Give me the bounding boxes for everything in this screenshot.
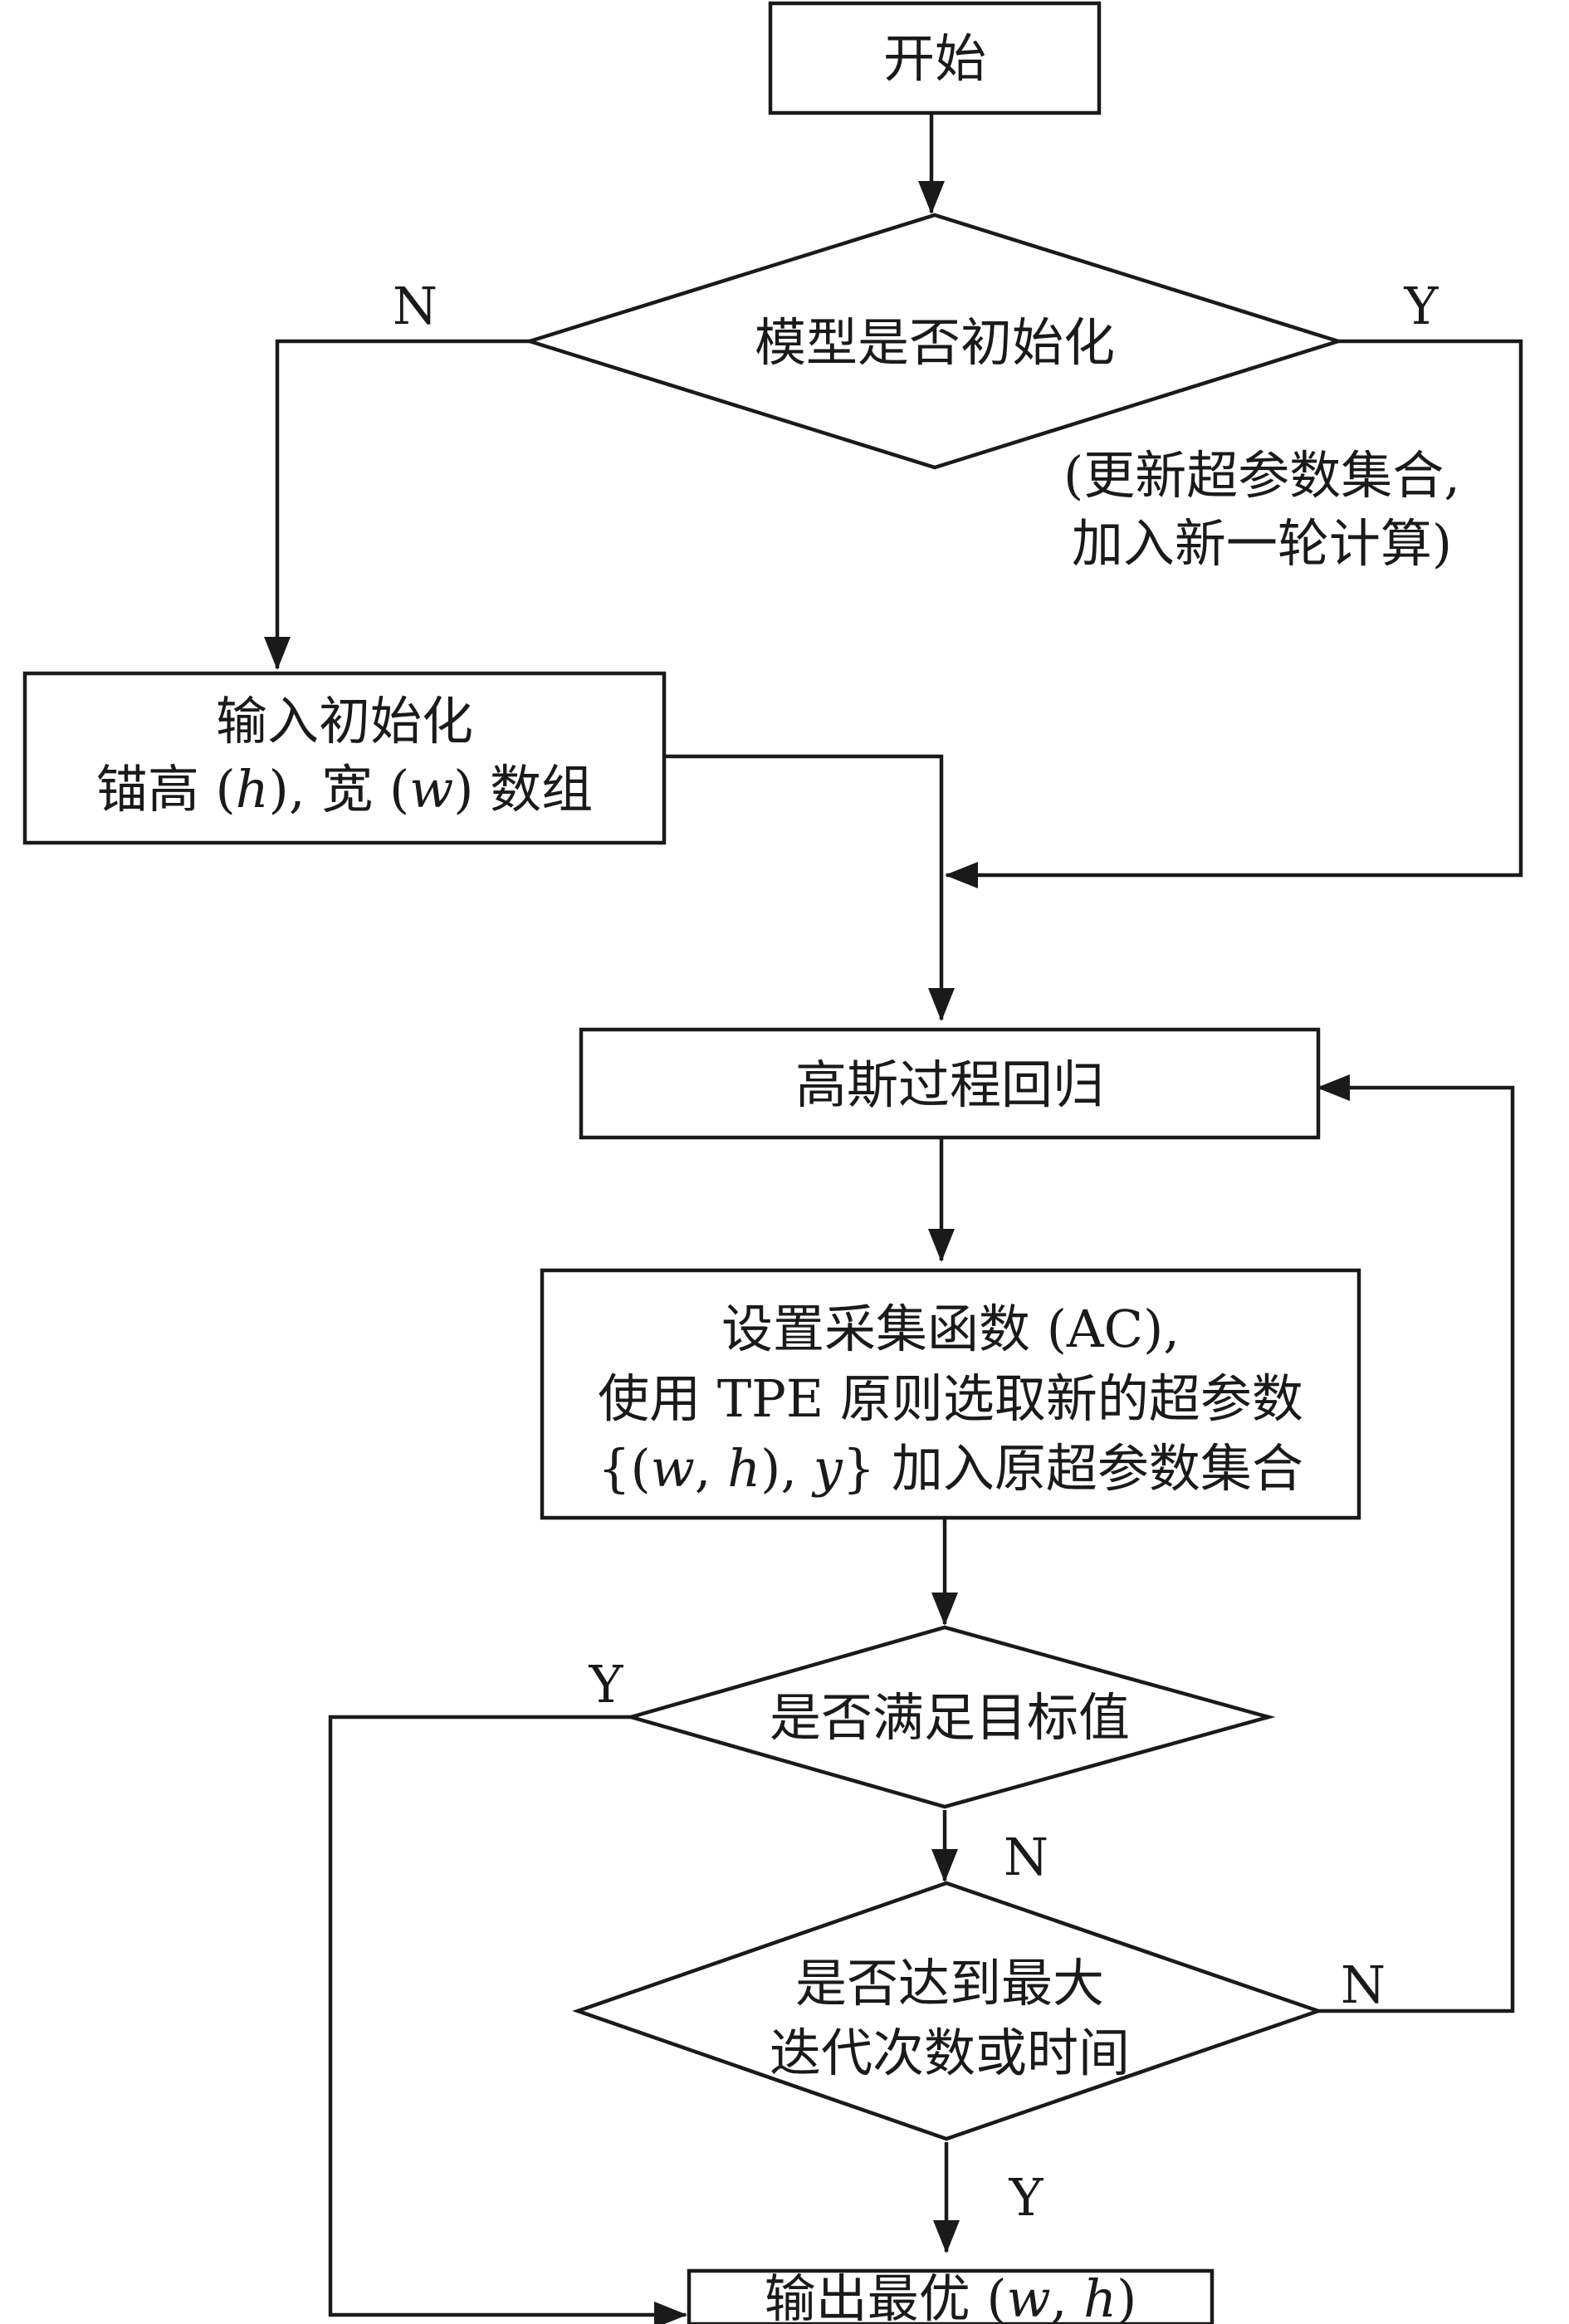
- node-set-ac-line3: {(w, h), y} 加入原超参数集合: [598, 1438, 1303, 1499]
- node-output: 输出最优 (w, h): [687, 2268, 1215, 2324]
- label-model-init-yes: Y: [1404, 276, 1439, 336]
- label-max-iter-no: N: [1341, 1955, 1386, 2015]
- node-input-init: 输入初始化 锚高 (h), 宽 (w) 数组: [22, 671, 667, 845]
- update-note: (更新超参数集合, 加入新一轮计算): [1063, 445, 1460, 574]
- node-input-init-line2: 锚高 (h), 宽 (w) 数组: [96, 759, 593, 820]
- edge-labels: N Y Y N N Y: [393, 276, 1439, 2228]
- node-meet-target: 是否满足目标值: [623, 1625, 1276, 1809]
- edge-input-to-merge: [664, 754, 955, 1021]
- label-model-init-no: N: [393, 276, 437, 336]
- node-model-init: 模型是否初始化: [523, 213, 1345, 470]
- node-set-ac-line1: 设置采集函数 (AC),: [721, 1299, 1180, 1359]
- node-start-label: 开始: [883, 28, 986, 89]
- label-meet-target-no: N: [1004, 1827, 1048, 1887]
- edge-model-init-no: [264, 339, 530, 670]
- update-note-line2: 加入新一轮计算): [1072, 513, 1452, 574]
- node-gpr: 高斯过程回归: [579, 1027, 1321, 1140]
- node-set-ac: 设置采集函数 (AC), 使用 TPE 原则选取新的超参数 {(w, h), y…: [540, 1268, 1361, 1520]
- label-meet-target-yes: Y: [589, 1654, 624, 1715]
- node-set-ac-line2: 使用 TPE 原则选取新的超参数: [598, 1368, 1303, 1429]
- node-output-label: 输出最优 (w, h): [765, 2268, 1137, 2324]
- node-max-iter: 是否达到最大 迭代次数或时间: [572, 1881, 1324, 2141]
- label-max-iter-yes: Y: [1009, 2167, 1044, 2228]
- edge-max-iter-no: [1317, 1074, 1515, 2013]
- edges: [264, 113, 1523, 2324]
- node-meet-target-label: 是否满足目标值: [770, 1687, 1130, 1748]
- node-max-iter-line2: 迭代次数或时间: [770, 2023, 1130, 2083]
- node-start: 开始: [768, 1, 1102, 115]
- node-gpr-label: 高斯过程回归: [795, 1054, 1104, 1115]
- update-note-line1: (更新超参数集合,: [1063, 445, 1460, 506]
- node-input-init-line1: 输入初始化: [216, 691, 473, 751]
- edge-meet-target-yes: [328, 1715, 687, 2324]
- node-model-init-label: 模型是否初始化: [755, 312, 1115, 373]
- edge-model-init-yes: [945, 339, 1523, 888]
- node-max-iter-line1: 是否达到最大: [795, 1953, 1104, 2013]
